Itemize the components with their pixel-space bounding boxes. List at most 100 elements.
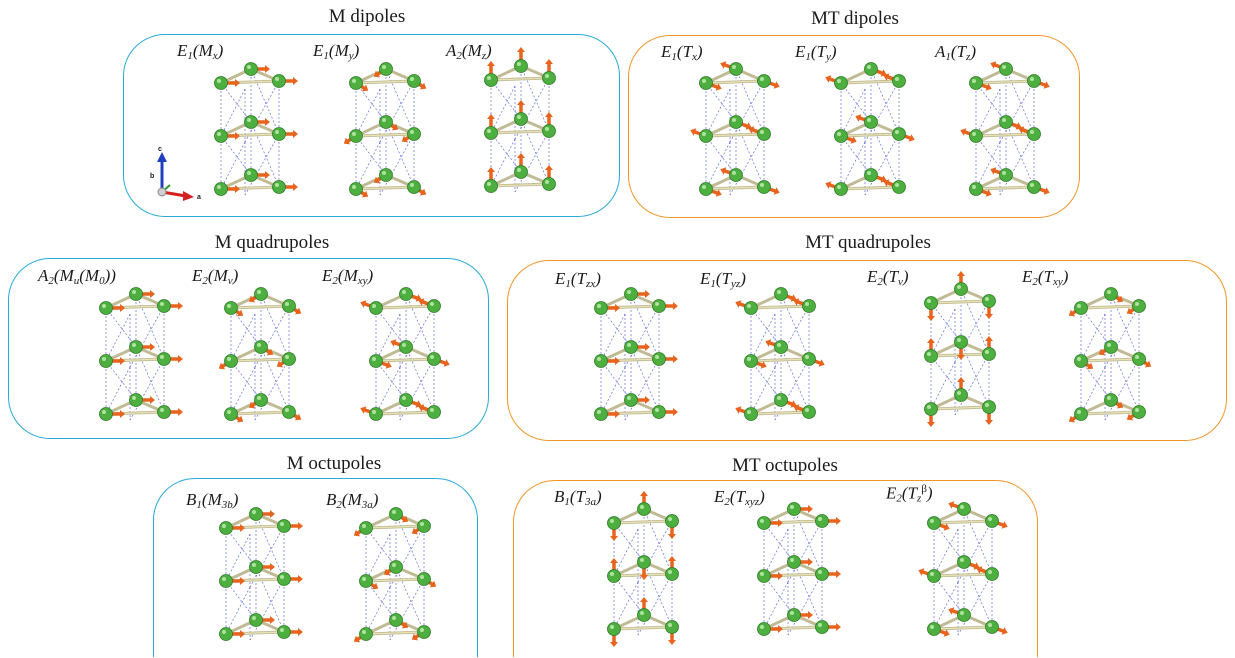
crystal-structure-11 bbox=[735, 287, 825, 421]
atom-highlight bbox=[960, 505, 964, 509]
atom bbox=[957, 502, 971, 516]
atom-highlight bbox=[655, 408, 659, 412]
label-e2-tv: E2(Tv) bbox=[867, 267, 909, 288]
interlayer-bond bbox=[365, 586, 391, 635]
atom bbox=[864, 115, 878, 129]
atom bbox=[802, 299, 816, 313]
bond-highlight bbox=[365, 578, 425, 582]
atom-highlight bbox=[702, 132, 706, 136]
bond-highlight bbox=[933, 520, 993, 524]
atom-highlight bbox=[132, 396, 136, 400]
atom-highlight bbox=[1135, 302, 1139, 306]
atom bbox=[399, 287, 413, 301]
interlayer-bond bbox=[705, 135, 737, 176]
bond-highlight bbox=[230, 305, 290, 309]
atom bbox=[607, 622, 621, 636]
atom-highlight bbox=[895, 183, 899, 187]
bond-highlight bbox=[365, 631, 425, 635]
atom bbox=[399, 340, 413, 354]
atom bbox=[379, 62, 393, 76]
atom bbox=[757, 74, 771, 88]
atom bbox=[514, 112, 528, 126]
atom bbox=[1132, 352, 1146, 366]
interlayer-bond bbox=[230, 313, 256, 362]
atom bbox=[924, 402, 938, 416]
atom-highlight bbox=[732, 118, 736, 122]
atom bbox=[157, 405, 171, 419]
atom bbox=[369, 301, 383, 315]
atom-highlight bbox=[960, 558, 964, 562]
atom-highlight bbox=[257, 396, 261, 400]
atom bbox=[624, 340, 638, 354]
atom-highlight bbox=[957, 338, 961, 342]
atom-highlight bbox=[217, 79, 221, 83]
atom bbox=[892, 180, 906, 194]
atom-highlight bbox=[352, 132, 356, 136]
interlayer-bond bbox=[220, 82, 252, 123]
atom bbox=[277, 625, 291, 639]
atom-highlight bbox=[362, 577, 366, 581]
atom bbox=[982, 400, 996, 414]
bond-highlight bbox=[840, 133, 900, 137]
interlayer-bond bbox=[220, 88, 246, 137]
atom bbox=[699, 76, 713, 90]
atom-highlight bbox=[655, 302, 659, 306]
atom bbox=[427, 352, 441, 366]
atom bbox=[665, 567, 679, 581]
atom-highlight bbox=[640, 611, 644, 615]
interlayer-bond bbox=[490, 138, 516, 187]
crystal-structure-13 bbox=[1068, 287, 1152, 423]
interlayer-bond bbox=[225, 586, 251, 635]
atom-highlight bbox=[867, 118, 871, 122]
atom-highlight bbox=[247, 118, 251, 122]
atom bbox=[427, 299, 441, 313]
interlayer-bond bbox=[490, 132, 522, 173]
label-a2-mu-m0: A2(Mu(M0)) bbox=[38, 266, 116, 287]
interlayer-bond bbox=[105, 360, 137, 401]
atom-highlight bbox=[382, 65, 386, 69]
bond-highlight bbox=[365, 525, 425, 529]
interlayer-bond bbox=[355, 135, 387, 176]
atom bbox=[957, 608, 971, 622]
axis-a-label: a bbox=[197, 194, 201, 201]
atom-highlight bbox=[957, 285, 961, 289]
atom bbox=[1027, 180, 1041, 194]
atom-highlight bbox=[837, 185, 841, 189]
interlayer-bond bbox=[933, 528, 959, 577]
atom-highlight bbox=[790, 558, 794, 562]
atom-highlight bbox=[517, 168, 521, 172]
atom bbox=[282, 405, 296, 419]
atom bbox=[802, 405, 816, 419]
label-b1-t3a: B1(T3a) bbox=[554, 487, 602, 508]
interlayer-bond bbox=[355, 88, 381, 137]
atom-highlight bbox=[818, 570, 822, 574]
interlayer-bond bbox=[930, 308, 956, 357]
atom bbox=[1104, 340, 1118, 354]
bond-highlight bbox=[933, 626, 993, 630]
mt-quadrupoles-frame bbox=[507, 260, 1227, 441]
atom bbox=[954, 282, 968, 296]
atom bbox=[815, 514, 829, 528]
title-mt-octupoles: MT octupoles bbox=[732, 455, 838, 476]
atom bbox=[985, 514, 999, 528]
atom bbox=[927, 622, 941, 636]
interlayer-bond bbox=[375, 360, 407, 401]
atom bbox=[359, 521, 373, 535]
atom-highlight bbox=[597, 357, 601, 361]
atom bbox=[369, 354, 383, 368]
atom-highlight bbox=[102, 410, 106, 414]
atom-highlight bbox=[217, 185, 221, 189]
atom-highlight bbox=[702, 79, 706, 83]
atom-highlight bbox=[760, 519, 764, 523]
atom-highlight bbox=[747, 410, 751, 414]
interlayer-bond bbox=[840, 135, 872, 176]
crystal-structure-8 bbox=[218, 287, 302, 423]
atom-highlight bbox=[252, 510, 256, 514]
atom-highlight bbox=[597, 410, 601, 414]
crystal-axes-indicator: c b a bbox=[150, 146, 210, 202]
interlayer-bond bbox=[230, 307, 262, 348]
interlayer-bond bbox=[225, 527, 257, 568]
atom-highlight bbox=[702, 185, 706, 189]
atom-highlight bbox=[1107, 290, 1111, 294]
m-dipoles-frame bbox=[123, 34, 620, 217]
